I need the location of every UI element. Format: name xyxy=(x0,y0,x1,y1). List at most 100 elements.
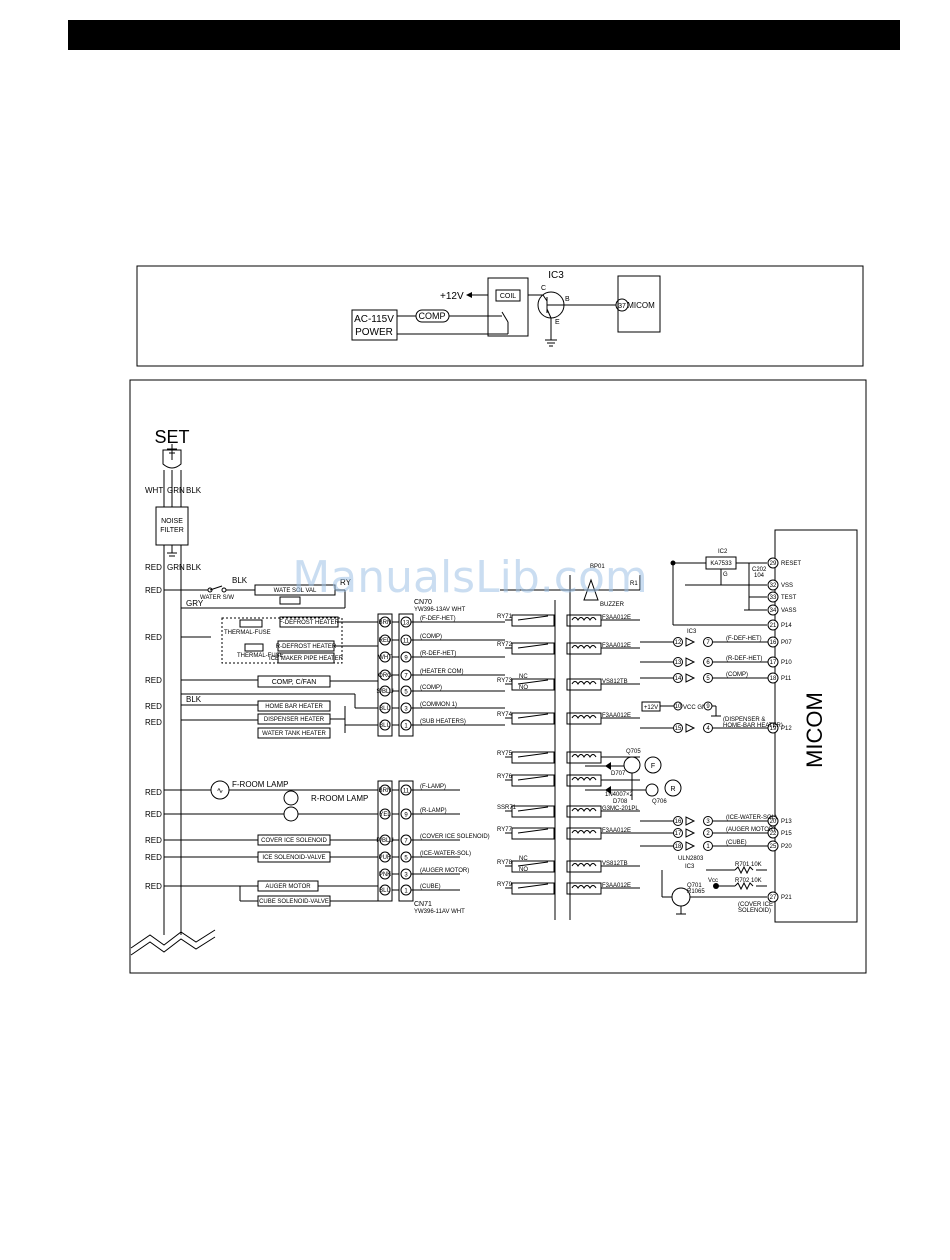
r-room-lamp-label: R-ROOM LAMP xyxy=(311,794,368,803)
cn71-pin-number: 3 xyxy=(404,873,408,879)
c202-label: C202 xyxy=(752,567,767,573)
cn70-color-pin xyxy=(379,616,391,628)
cn70-color: BRN xyxy=(379,620,392,626)
r1-label: R1 xyxy=(630,581,638,587)
cn70-color: WHT xyxy=(378,655,392,661)
cn71-signal: (R-LAMP) xyxy=(420,808,447,814)
cn70-color-pin xyxy=(379,702,391,714)
micom-pin-name: P14 xyxy=(781,623,792,629)
diagram2-frame xyxy=(129,379,867,974)
relay-contact-box xyxy=(511,805,555,818)
relay-switch xyxy=(517,775,549,781)
cn71-right-block xyxy=(398,780,414,902)
ic3-left-pin xyxy=(673,673,683,683)
relay-label: RY78 xyxy=(497,860,513,866)
micom-pin-name: P13 xyxy=(781,819,792,825)
relay-part: G3MC-201PL xyxy=(602,806,639,812)
cn71-pin-number: 7 xyxy=(404,839,408,845)
red-label-1: RED xyxy=(145,586,162,595)
thermal-fuse-label-2: THERMAL-FUSE xyxy=(237,653,284,659)
buzzer-label: BUZZER xyxy=(600,602,625,608)
f-room-lamp-label: F-ROOM LAMP xyxy=(232,780,288,789)
cn71-color: PNK xyxy=(379,872,391,878)
cn70-color: BLU xyxy=(379,706,391,712)
d707-label: D707 xyxy=(611,771,626,777)
cn70-pin-number: 7 xyxy=(404,674,408,680)
q705-label: Q705 xyxy=(626,749,641,755)
ic3-right-pin xyxy=(703,828,713,838)
comp-fan-label: COMP, C/FAN xyxy=(272,679,317,686)
r-fan-label: R xyxy=(670,786,675,793)
micom-pin xyxy=(767,619,779,631)
micom-pin-number: 19 xyxy=(770,726,777,732)
relay-contact-box xyxy=(511,751,555,764)
home-bar-heater xyxy=(257,700,331,712)
cn70-pin-number: 9 xyxy=(404,656,408,662)
d-part-label: 1N4007×2 xyxy=(605,792,634,798)
q701-label-2: R1065 xyxy=(687,889,705,895)
ic3-left-number: 18 xyxy=(675,844,682,850)
relay-part: F3AA012E xyxy=(602,713,631,719)
red-label-2: RED xyxy=(145,633,162,642)
ic3-left-number: 13 xyxy=(675,660,682,666)
cn70-signal: (COMP) xyxy=(420,685,442,691)
relay-coil xyxy=(571,777,597,781)
cn71-signal: (AUGER MOTOR) xyxy=(420,868,469,874)
relay-switch xyxy=(517,643,549,649)
ac-power-label-2: POWER xyxy=(355,327,393,338)
pin10-label: 10 xyxy=(675,704,682,710)
auger-label: AUGER MOTOR xyxy=(265,884,311,890)
noise-filter-label-1: NOISE xyxy=(161,518,183,525)
r-fan-motor xyxy=(664,779,682,797)
cn71-color: YEL xyxy=(379,812,391,818)
relay-part: F3AA012E xyxy=(602,643,631,649)
micom-pin-name: P12 xyxy=(781,726,792,732)
relay-label: RY75 xyxy=(497,751,513,757)
cn71-pin-number: 11 xyxy=(403,789,410,795)
red-label-0: RED xyxy=(145,563,162,572)
relay-switch xyxy=(517,861,549,867)
relay-coil xyxy=(571,863,597,867)
f-fan-motor xyxy=(644,756,662,774)
cover-ice-label: COVER ICE SOLENOID xyxy=(261,838,327,844)
ic3-buffer xyxy=(685,723,696,733)
vcc-label: Vcc xyxy=(708,878,718,884)
micom-pin-name: P21 xyxy=(781,895,792,901)
micom-pin-number: 34 xyxy=(770,608,777,614)
ice-pipe-heater xyxy=(277,652,335,664)
cn71-color: BRN xyxy=(379,788,392,794)
disp-home-label-1: (DISPENSER & xyxy=(723,717,765,723)
ic3-right-pin xyxy=(703,723,713,733)
relay-contact-box xyxy=(511,712,555,725)
cn71-signal: (CUBE) xyxy=(420,884,441,890)
relay-switch xyxy=(517,679,549,685)
relay-switch xyxy=(517,615,549,621)
relay-part: F3AA012E xyxy=(602,615,631,621)
relay-switch xyxy=(517,713,549,719)
q705-transistor xyxy=(623,756,641,774)
ic3-buffer xyxy=(685,673,696,683)
c202-val: 104 xyxy=(754,573,765,579)
micom-pin-name: P20 xyxy=(781,844,792,850)
cn70-color-pin xyxy=(379,685,391,697)
ic3-left-number: 12 xyxy=(675,640,682,646)
relay-nc-label: NC xyxy=(519,856,528,862)
ic3-right-pin xyxy=(703,816,713,826)
ac-power-box xyxy=(351,309,398,341)
water-tank-label: WATER TANK HEATER xyxy=(262,731,326,737)
cn71-signal: (F-LAMP) xyxy=(420,784,446,790)
micom-pin-name: VASS xyxy=(781,608,797,614)
watermark: ManualsLib.com xyxy=(292,552,647,603)
relay-part: F3AA012E xyxy=(602,828,631,834)
ic3-right-number: 3 xyxy=(706,819,710,825)
cn71-pin-number: 1 xyxy=(404,889,408,895)
ic3-left-pin xyxy=(673,828,683,838)
relay-no-label: NO xyxy=(519,685,528,691)
micom-pin-number: 32 xyxy=(770,583,777,589)
r702-resistor xyxy=(734,881,754,891)
ic3-signal: (F-DEF-HET) xyxy=(726,636,762,642)
collector-label: C xyxy=(541,285,546,292)
relay-part: VS812TB xyxy=(602,861,628,867)
